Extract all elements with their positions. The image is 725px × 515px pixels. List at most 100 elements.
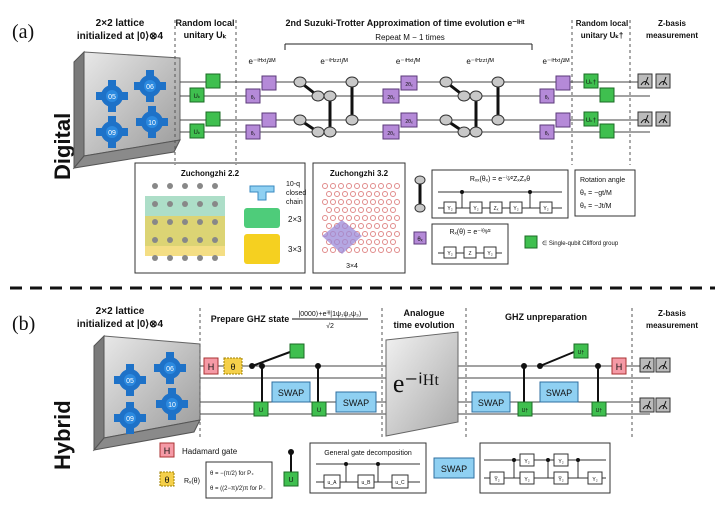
legend-h-label: Hadamard gate — [182, 447, 238, 456]
z-basis-title-a2: measurement — [646, 31, 698, 40]
stage-separators-a — [174, 20, 631, 165]
svg-text:Z: Z — [468, 251, 471, 257]
size33-label: 3×3 — [288, 245, 302, 254]
svg-text:Y₂: Y₂ — [558, 459, 563, 465]
general-title: General gate decomposition — [324, 450, 412, 457]
svg-text:SWAP: SWAP — [478, 398, 504, 408]
svg-text:Y₂: Y₂ — [592, 477, 597, 483]
chip32-title: Zuchongzhi 3.2 — [330, 169, 389, 178]
udag-gates-a: Uₖ† Uₖ† — [583, 73, 615, 139]
theta-gates-mid: 2θₓ 2θₓ 2θₓ 2θₓ — [382, 75, 418, 140]
zz-gates-block2 — [439, 76, 505, 138]
svg-text:06: 06 — [146, 84, 154, 91]
svg-text:10: 10 — [168, 402, 176, 409]
z-basis-title-a1: Z-basis — [658, 19, 687, 28]
z-basis-title-b2: measurement — [646, 321, 698, 330]
size34-region — [322, 220, 362, 254]
random-local-dag-title-2: unitary Uₖ† — [581, 31, 624, 40]
measure-icons-b — [639, 357, 671, 413]
ghz-title: Prepare GHZ state — [211, 314, 290, 324]
legend-theta-1: θ = −(π/2) for P₊ — [210, 471, 254, 477]
svg-text:2θₓ: 2θₓ — [387, 131, 395, 137]
rotation-box — [574, 169, 636, 217]
lattice-title-b1: 2×2 lattice — [96, 306, 145, 317]
u-gates-a: Uₖ Uₖ — [189, 73, 221, 139]
panel-b-side-label: Hybrid — [50, 400, 75, 470]
rotation-1: θₓ = −gt/M — [580, 190, 612, 197]
svg-text:05: 05 — [126, 378, 134, 385]
svg-text:θ: θ — [164, 475, 169, 485]
qubit-06-b: 06 — [154, 352, 186, 384]
svg-text:Y₂: Y₂ — [473, 206, 478, 212]
legend-theta-swatch — [159, 471, 175, 487]
rzz-box — [431, 169, 569, 219]
rotation-title: Rotation angle — [580, 177, 625, 184]
qubit-06-a: 06 — [134, 70, 166, 102]
panel-a-side-label: Digital — [50, 113, 75, 180]
svg-text:θ: θ — [230, 362, 235, 372]
legend-rx-label: Rₓ(θ) — [184, 478, 200, 485]
svg-text:2θₓ: 2θₓ — [387, 95, 395, 101]
svg-text:U†: U† — [522, 408, 529, 414]
chain-label-3: chain — [286, 199, 303, 206]
z-basis-title-b1: Z-basis — [658, 309, 687, 318]
panel-a-label: (a) — [12, 21, 34, 43]
svg-text:θₓ: θₓ — [417, 237, 422, 243]
unprep-title: GHZ unpreparation — [505, 312, 587, 322]
svg-text:Y₂: Y₂ — [524, 477, 529, 483]
size23-swatch — [244, 208, 280, 228]
svg-text:H: H — [164, 446, 171, 456]
theta-gates-first: θₓ θₓ — [245, 75, 277, 140]
random-local-dag-title-1: Random local — [576, 19, 628, 28]
zz-gate-legend-symbol — [414, 175, 426, 213]
svg-text:Y₂: Y₂ — [447, 206, 452, 212]
lattice-chip-a: 05 06 09 10 — [72, 50, 181, 170]
svg-text:Uₖ: Uₖ — [194, 94, 201, 100]
svg-text:u_B: u_B — [362, 480, 372, 486]
svg-text:Y̅₂: Y̅₂ — [494, 476, 500, 483]
svg-text:SWAP: SWAP — [278, 388, 304, 398]
legend-theta-box — [205, 461, 273, 499]
svg-text:2θₓ: 2θₓ — [405, 119, 413, 125]
svg-text:θₓ: θₓ — [251, 95, 256, 101]
rzz-formula: Rₓₓ(θₓ) = e⁻ⁱᶻ⁄²ZₓZₓθ — [470, 175, 530, 183]
swap-decomp-box — [479, 442, 611, 494]
trotter-title: 2nd Suzuki-Trotter Approximation of time… — [286, 17, 525, 28]
svg-text:Uₖ†: Uₖ† — [586, 80, 596, 86]
measure-icons-a — [637, 73, 671, 127]
chain-label-1: 10-q — [286, 181, 300, 188]
svg-text:Y₂: Y₂ — [513, 206, 518, 212]
svg-text:SWAP: SWAP — [343, 398, 369, 408]
general-decomp-box — [309, 442, 427, 494]
exp-last: e⁻ⁱᴴˣᵗ/²ᴹ — [543, 57, 570, 66]
rotation-2: θₓ = −Jt/M — [580, 203, 612, 210]
qubit-10-b: 10 — [156, 388, 188, 420]
swap-decomp-circuit: Y̅₂ Y₂ Y₂ Y₂ Y̅₂ Y₂ — [484, 453, 606, 485]
analogue-title-2: time evolution — [393, 320, 454, 330]
h-gate-b — [203, 357, 219, 375]
stage-separators-b — [199, 308, 633, 440]
exp-mid3: e⁻ⁱᴴᶻᶻᵗ/ᴹ — [466, 57, 493, 66]
qubit-09-b: 09 — [114, 402, 146, 434]
chip32-box — [312, 162, 406, 274]
chain-swatch — [249, 185, 275, 201]
rx-legend-swatch — [413, 231, 427, 245]
svg-text:Uₖ†: Uₖ† — [586, 118, 596, 124]
svg-text:u_C: u_C — [395, 480, 405, 486]
ghz-prep-circuit: U SWAP U SWAP — [249, 343, 377, 417]
svg-text:06: 06 — [166, 366, 174, 373]
lattice-title-a2: initialized at |0⟩⊗4 — [77, 31, 164, 42]
legend-theta-2: θ = ((2−π)/2)π for P₋ — [210, 486, 266, 492]
svg-text:H: H — [616, 362, 623, 372]
svg-text:U: U — [288, 477, 293, 484]
size34-label: 3×4 — [346, 263, 358, 270]
chain-label-2: closed — [286, 190, 306, 197]
svg-text:θₓ: θₓ — [545, 131, 550, 137]
analogue-evolution-box: e⁻ⁱᴴᵗ — [385, 331, 459, 437]
general-decomp-circuit: u_A u_B u_C — [316, 462, 420, 489]
exp-first: e⁻ⁱᴴˣᵗ/²ᴹ — [249, 57, 276, 66]
svg-text:Uₖ: Uₖ — [194, 130, 201, 136]
repeat-label: Repeat M − 1 times — [375, 33, 445, 42]
chip22-title: Zuchongzhi 2.2 — [181, 169, 240, 178]
